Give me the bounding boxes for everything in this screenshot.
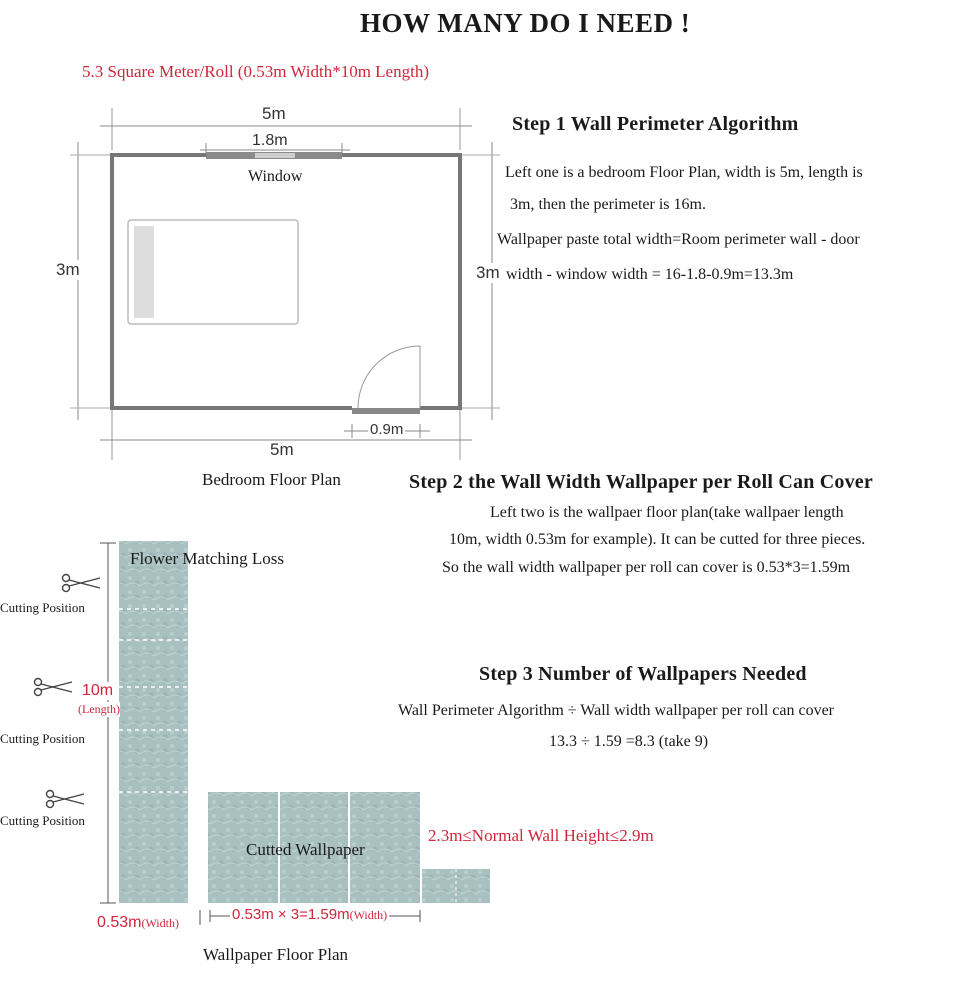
window-width-label: 1.8m [252, 132, 288, 149]
length-note: (Length) [78, 702, 120, 717]
door-width-label: 0.9m [368, 421, 406, 438]
wallpaper-plan [33, 541, 490, 925]
cutted-width-note: (Width) [349, 908, 388, 922]
leftover-piece [422, 869, 490, 903]
step2-line2: 10m, width 0.53m for example). It can be… [449, 531, 866, 548]
step1-line1: Left one is a bedroom Floor Plan, width … [505, 164, 863, 181]
wallpaper-plan-caption: Wallpaper Floor Plan [203, 945, 348, 964]
scissors-icon [45, 789, 85, 809]
bottom-width-label: 5m [270, 440, 294, 459]
scissors-icon [61, 573, 101, 593]
right-height-label: 3m [476, 263, 500, 283]
step1-heading: Step 1 Wall Perimeter Algorithm [512, 113, 799, 135]
page-title: HOW MANY DO I NEED ! [360, 8, 691, 38]
window-label: Window [248, 168, 303, 185]
length-value: 10m [82, 682, 114, 700]
step3-heading: Step 3 Number of Wallpapers Needed [479, 663, 807, 685]
cutted-width-value: 0.53m × 3=1.59m [232, 906, 350, 923]
floor-plan-caption: Bedroom Floor Plan [202, 470, 341, 489]
step2-line3: So the wall width wallpaper per roll can… [442, 559, 851, 576]
roll-spec: 5.3 Square Meter/Roll (0.53m Width*10m L… [82, 62, 429, 81]
roll-width-note: (Width) [141, 916, 179, 930]
step3-line2: 13.3 ÷ 1.59 =8.3 (take 9) [549, 733, 709, 750]
cutted-piece [280, 792, 348, 903]
step1-line4: width - window width = 16-1.8-0.9m=13.3m [506, 266, 794, 283]
step2-line1: Left two is the wallpaer floor plan(take… [490, 504, 844, 521]
roll-width-value: 0.53m [97, 914, 142, 931]
wallpaper-roll [119, 541, 188, 903]
step2-heading: Step 2 the Wall Width Wallpaper per Roll… [409, 471, 873, 493]
step3-line1: Wall Perimeter Algorithm ÷ Wall width wa… [398, 702, 834, 719]
cutted-piece [350, 792, 420, 903]
step1-line3: Wallpaper paste total width=Room perimet… [497, 231, 860, 248]
cutting-position-label: Cutting Position [0, 600, 85, 616]
roll-width-label: 0.53m(Width) [97, 914, 179, 932]
wall-height-label: 2.3m≤Normal Wall Height≤2.9m [428, 826, 654, 845]
cutting-position-label: Cutting Position [0, 731, 85, 747]
flower-loss-label: Flower Matching Loss [130, 549, 284, 568]
cutting-position-label: Cutting Position [0, 813, 85, 829]
left-height-label: 3m [56, 260, 80, 280]
pillow [134, 226, 154, 318]
cutted-piece [208, 792, 278, 903]
scissors-icon [33, 677, 73, 697]
floor-plan [70, 108, 500, 460]
door-swing [357, 345, 421, 409]
top-width-label: 5m [262, 104, 286, 123]
step1-line2: 3m, then the perimeter is 16m. [510, 196, 706, 213]
cutted-wallpaper-label: Cutted Wallpaper [246, 840, 365, 859]
cutted-width-label: 0.53m × 3=1.59m(Width) [230, 906, 390, 924]
bed [127, 219, 299, 325]
